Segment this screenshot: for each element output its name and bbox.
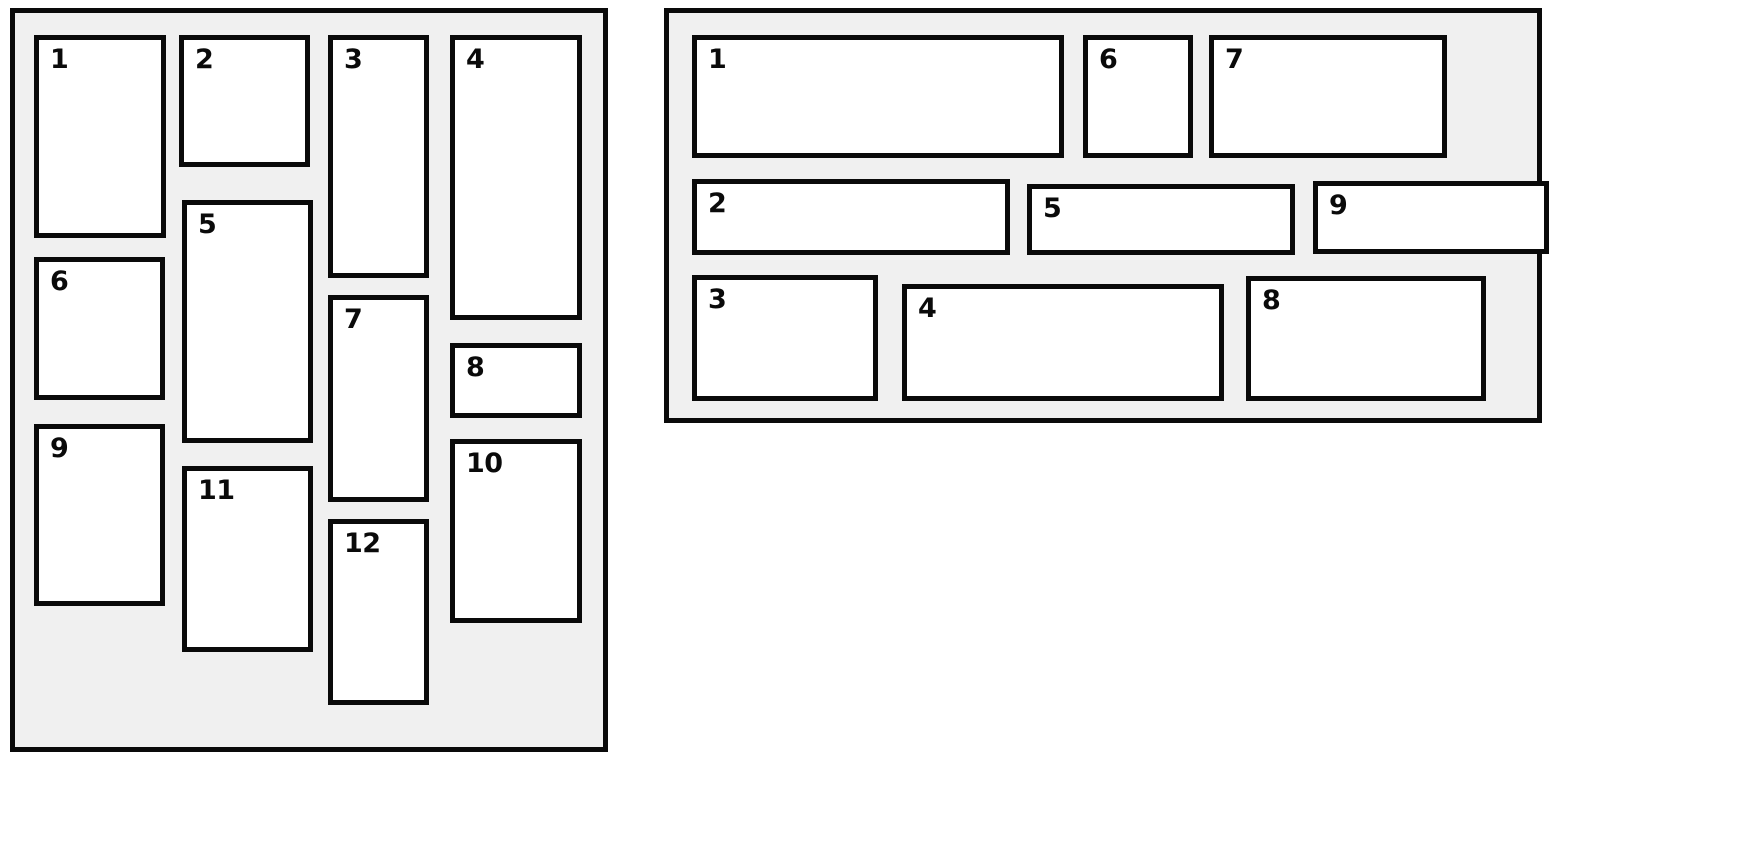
right-panel: 1 6 7 2 5 9 3 4 8: [664, 8, 1549, 423]
block-1[interactable]: 1: [34, 35, 166, 238]
block-2[interactable]: 2: [692, 179, 1010, 255]
block-2[interactable]: 2: [179, 35, 310, 167]
block-label: 8: [1262, 285, 1281, 316]
block-label: 5: [198, 209, 217, 240]
block-label: 2: [195, 44, 214, 75]
block-label: 6: [50, 266, 69, 297]
block-8[interactable]: 8: [450, 343, 582, 418]
block-9[interactable]: 9: [1313, 181, 1549, 254]
block-4[interactable]: 4: [450, 35, 582, 320]
block-label: 9: [1329, 190, 1348, 221]
block-label: 9: [50, 433, 69, 464]
block-3[interactable]: 3: [692, 275, 878, 401]
block-label: 1: [708, 44, 727, 75]
block-label: 7: [344, 304, 363, 335]
block-label: 5: [1043, 193, 1062, 224]
block-7[interactable]: 7: [328, 295, 429, 502]
block-6[interactable]: 6: [1083, 35, 1193, 158]
block-label: 3: [708, 284, 727, 315]
block-label: 4: [466, 44, 485, 75]
block-label: 1: [50, 44, 69, 75]
block-4[interactable]: 4: [902, 284, 1224, 401]
block-7[interactable]: 7: [1209, 35, 1447, 158]
block-label: 4: [918, 293, 937, 324]
block-label: 8: [466, 352, 485, 383]
block-label: 7: [1225, 44, 1244, 75]
block-label: 11: [198, 475, 235, 506]
block-1[interactable]: 1: [692, 35, 1064, 158]
block-label: 2: [708, 188, 727, 219]
block-10[interactable]: 10: [450, 439, 582, 623]
block-5[interactable]: 5: [1027, 184, 1295, 255]
block-11[interactable]: 11: [182, 466, 313, 652]
block-label: 12: [344, 528, 381, 559]
block-6[interactable]: 6: [34, 257, 165, 400]
block-5[interactable]: 5: [182, 200, 313, 443]
block-9[interactable]: 9: [34, 424, 165, 606]
block-label: 6: [1099, 44, 1118, 75]
block-12[interactable]: 12: [328, 519, 429, 705]
block-label: 10: [466, 448, 503, 479]
block-label: 3: [344, 44, 363, 75]
block-3[interactable]: 3: [328, 35, 429, 278]
block-8[interactable]: 8: [1246, 276, 1486, 401]
